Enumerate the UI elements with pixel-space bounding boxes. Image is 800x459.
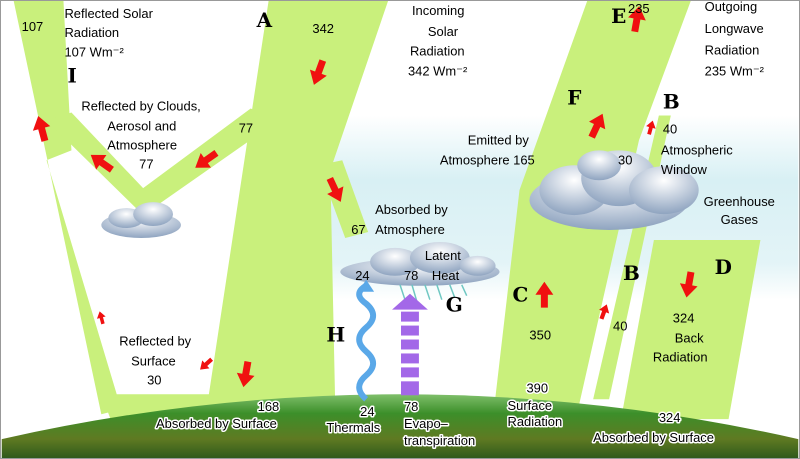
red-arrow-icon xyxy=(96,311,106,325)
value-107: 107 xyxy=(22,19,44,34)
red-arrow-icon xyxy=(195,150,219,168)
letter-d: D xyxy=(715,255,732,279)
value-77: 77 xyxy=(239,120,253,135)
back-radiation-label-1: Back xyxy=(675,331,704,346)
emitted-label-2: Atmosphere 165 xyxy=(440,152,535,167)
back-radiation-label-2: Radiation xyxy=(653,349,708,364)
letter-c: C xyxy=(513,283,529,307)
clouds-reflect-label-1: Reflected by Clouds, xyxy=(81,99,200,114)
absorbed-atm-label-1: Absorbed by xyxy=(375,202,448,217)
red-arrow-icon xyxy=(599,304,610,320)
emitted-label-1: Emitted by xyxy=(468,132,530,147)
thermals-label: Thermals xyxy=(326,420,380,435)
red-arrow-icon xyxy=(679,271,698,298)
red-arrow-icon xyxy=(588,113,606,139)
letter-i: I xyxy=(67,64,76,88)
outgoing-label-1: Outgoing xyxy=(705,1,758,14)
band-clouds-reflect xyxy=(46,108,279,216)
red-arrow-icon xyxy=(236,361,255,388)
cloud-latent-icon xyxy=(340,241,500,286)
rain-icon xyxy=(399,284,468,302)
value-78: 78 xyxy=(404,268,418,283)
band-reflected-solar xyxy=(13,1,122,415)
red-arrow-icon xyxy=(32,115,51,142)
cloud-left-icon xyxy=(101,202,181,238)
window-value: 40 xyxy=(663,121,677,136)
latent-heat-arrow-icon xyxy=(392,293,428,396)
outgoing-label-3: Radiation xyxy=(705,43,760,58)
thermals-value: 24 xyxy=(360,404,374,419)
value-235: 235 xyxy=(628,1,650,16)
letter-b-lower: B xyxy=(623,261,640,285)
red-arrows xyxy=(32,6,698,388)
cloud-greenhouse-icon xyxy=(529,150,699,230)
value-390: 390 xyxy=(526,380,548,395)
clouds-reflect-label-3: Atmosphere xyxy=(107,137,177,152)
greenhouse-label-1: Greenhouse xyxy=(704,194,775,209)
thermals-arrow-icon xyxy=(356,279,377,402)
incoming-value: 342 Wm⁻² xyxy=(408,64,468,79)
letter-f: F xyxy=(567,86,581,110)
red-arrow-icon xyxy=(535,281,554,308)
band-back-radiation xyxy=(621,239,761,420)
value-324: 324 xyxy=(673,311,695,326)
evapo-label-2: transpiration xyxy=(404,433,475,448)
window-label-1: Atmospheric xyxy=(661,142,733,157)
value-324-surface: 324 xyxy=(659,410,681,425)
value-30: 30 xyxy=(618,152,632,167)
greenhouse-label-2: Gases xyxy=(721,212,758,227)
reflected-solar-title: Reflected Solar xyxy=(64,6,153,21)
evapo-label-1: Evapo– xyxy=(404,416,449,431)
outgoing-value: 235 Wm⁻² xyxy=(705,64,765,79)
red-arrow-icon xyxy=(646,120,656,135)
surface-radiation-label-2: Radiation xyxy=(508,414,563,429)
band-incoming xyxy=(205,1,389,415)
red-arrow-icon xyxy=(200,357,214,370)
window-value-lower: 40 xyxy=(613,319,627,334)
letter-e: E xyxy=(611,4,626,28)
surface-radiation-label-1: Surface xyxy=(508,398,553,413)
red-arrow-icon xyxy=(90,154,114,173)
incoming-label-1: Incoming xyxy=(412,3,465,18)
value-67: 67 xyxy=(351,222,365,237)
letter-a: A xyxy=(256,8,273,32)
value-24: 24 xyxy=(355,268,369,283)
surface-reflect-label-1: Reflected by xyxy=(119,333,191,348)
absorbed-atm-label-2: Atmosphere xyxy=(375,222,445,237)
value-168: 168 xyxy=(258,399,280,414)
letter-h: H xyxy=(326,323,345,347)
incoming-label-3: Radiation xyxy=(410,44,465,59)
latent-label-1: Latent xyxy=(425,248,461,263)
absorbed-surface-label: Absorbed by Surface xyxy=(156,416,277,431)
absorbed-surface-label-2: Absorbed by Surface xyxy=(593,430,714,445)
letter-g: G xyxy=(446,293,463,317)
earth-surface xyxy=(1,394,799,458)
evapo-value: 78 xyxy=(404,399,418,414)
red-arrow-icon xyxy=(326,176,344,202)
value-350: 350 xyxy=(529,328,551,343)
surface-reflect-value: 30 xyxy=(147,372,161,387)
window-label-2: Window xyxy=(661,162,708,177)
letter-b: B xyxy=(663,90,680,114)
clouds-reflect-value: 77 xyxy=(139,156,153,171)
value-342: 342 xyxy=(312,21,334,36)
red-arrow-icon xyxy=(628,6,646,33)
clouds-reflect-label-2: Aerosol and xyxy=(107,118,176,133)
reflected-solar-title-2: Radiation xyxy=(64,25,119,40)
labels: 107 Reflected Solar Radiation 107 Wm⁻² I… xyxy=(22,1,775,450)
outgoing-label-2: Longwave xyxy=(705,21,764,36)
incoming-label-2: Solar xyxy=(428,24,459,39)
reflected-solar-value: 107 Wm⁻² xyxy=(64,45,124,60)
red-arrow-icon xyxy=(309,59,327,85)
latent-label-2: Heat xyxy=(432,268,460,283)
surface-reflect-label-2: Surface xyxy=(131,353,176,368)
